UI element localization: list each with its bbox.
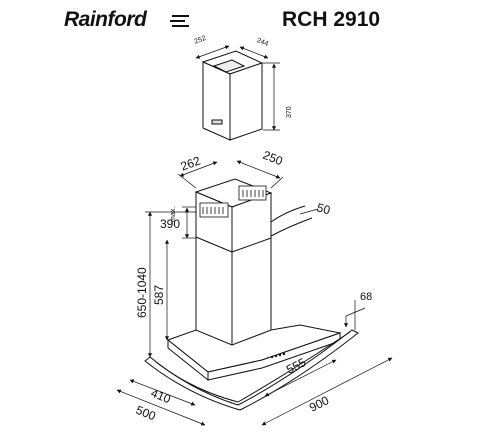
model-number: RCH 2910 [282,8,381,31]
dim-top-box-width: 252 [194,35,207,46]
chimney-vents [202,190,264,214]
dim-body-height: 587 [152,285,166,305]
brand-logo: Rainford [64,8,147,32]
brand-mark-icon [170,15,189,27]
dim-outlet: 50 [315,200,332,217]
outlet-pipe [270,205,313,237]
dim-chimney-depth: 250 [261,148,285,169]
chimney [194,178,273,349]
upper-chimney-box [201,50,264,141]
dim-outer-depth: 500 [134,403,158,424]
dim-glass-height: 68 [360,291,372,303]
dim-total-height: 650-1040 [135,267,149,318]
upper-box-dimension-lines [195,45,280,131]
dim-top-box-height: 370 [286,106,293,118]
main-dimension-lines [116,160,393,426]
dim-max-value: 390 [160,217,180,231]
dim-inner-depth: 410 [149,386,173,407]
dim-total-width: 900 [307,393,331,415]
control-buttons [270,352,286,359]
dim-max-label: max. [170,207,177,222]
dim-top-box-depth: 244 [256,37,270,48]
header: Rainford RCH 2910 [0,0,480,36]
dim-chimney-width: 262 [179,153,203,173]
brand-name: Rainford [64,8,147,31]
